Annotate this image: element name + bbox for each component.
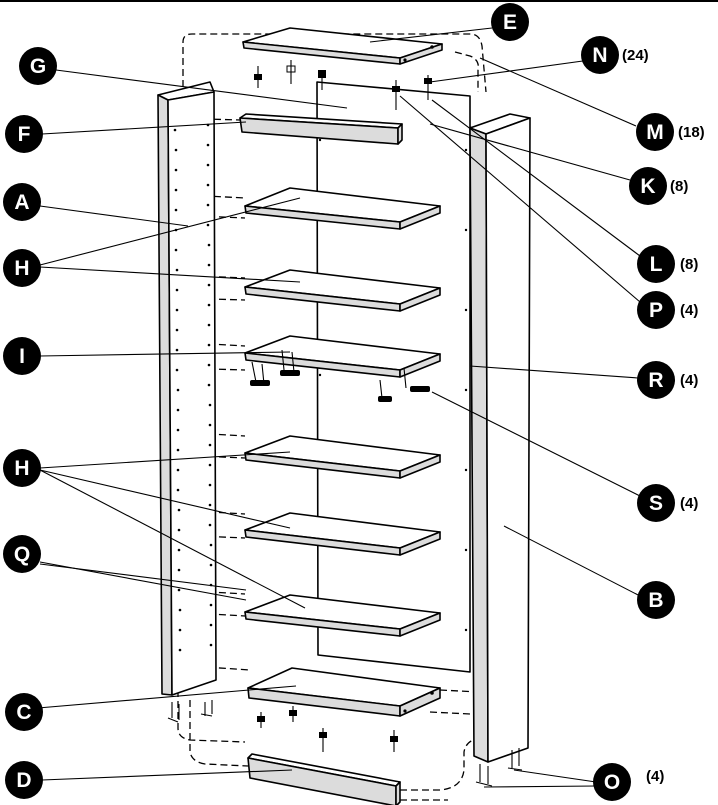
shelf-5 [244,512,441,556]
svg-text:M: M [646,121,664,144]
svg-text:(4): (4) [680,302,698,319]
shelf-2 [244,269,441,312]
callout-N: N (24) [581,36,649,74]
callout-G: G [19,47,57,85]
leader-lines [37,27,641,788]
shelf-6 [244,594,441,637]
svg-text:B: B [648,589,663,612]
callout-C: C [5,693,43,731]
side-panel-a [157,81,217,723]
toe-kick-d [247,753,401,805]
callout-F: F [5,115,43,153]
svg-text:S: S [649,492,663,515]
shelf-1 [244,187,441,230]
callout-K: K (8) [629,167,688,205]
svg-text:I: I [19,345,25,368]
shelf-3-i [244,335,441,378]
svg-text:G: G [30,55,46,78]
callout-D: D [5,761,43,799]
shelf-brackets-s [250,349,430,402]
svg-text:Q: Q [14,543,30,566]
callout-E: E [491,3,529,41]
callout-H-upper: H [3,249,41,287]
top-panel-e [242,27,443,65]
callout-Q: Q [3,535,41,573]
svg-text:E: E [503,11,517,34]
svg-text:(4): (4) [680,372,698,389]
svg-text:(24): (24) [622,47,649,64]
callout-L: L (8) [637,245,698,283]
svg-text:N: N [592,44,607,67]
svg-text:C: C [16,701,31,724]
svg-text:H: H [14,457,29,480]
svg-text:A: A [14,191,29,214]
svg-text:P: P [649,299,663,322]
svg-text:R: R [648,369,663,392]
callout-O: O (4) [593,763,664,801]
svg-text:(8): (8) [680,256,698,273]
svg-text:L: L [650,253,663,276]
callout-M: M (18) [636,113,705,151]
callout-A: A [3,183,41,221]
callout-S: S (4) [637,484,698,522]
svg-text:(18): (18) [678,124,705,141]
svg-text:F: F [18,123,31,146]
callout-I: I [3,337,41,375]
front-rail-f [239,113,403,145]
callout-H-lower: H [3,449,41,487]
callout-B: B [637,581,675,619]
shelf-4 [244,435,441,479]
callout-P: P (4) [637,291,698,329]
svg-text:(8): (8) [670,178,688,195]
svg-text:K: K [640,175,655,198]
bottom-panel-c [247,667,441,752]
side-panel-b [469,113,531,787]
svg-text:O: O [604,771,620,794]
svg-text:(4): (4) [646,768,664,785]
svg-text:H: H [14,257,29,280]
callout-R: R (4) [637,361,698,399]
svg-text:(4): (4) [680,495,698,512]
svg-text:D: D [16,769,31,792]
cam-bolts-top [254,60,432,110]
